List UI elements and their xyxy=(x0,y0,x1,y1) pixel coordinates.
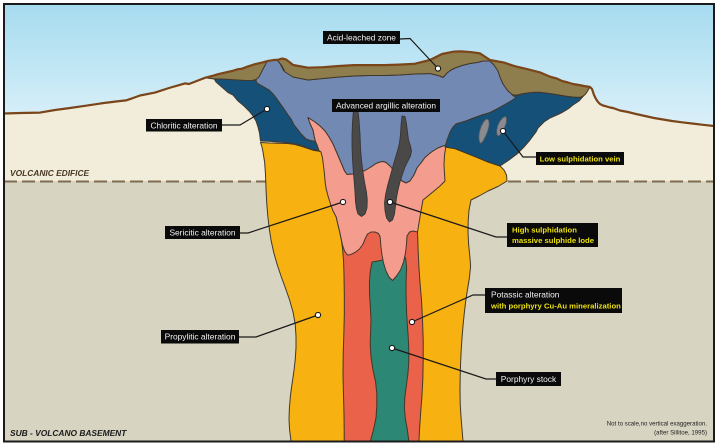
svg-text:Potassic alteration: Potassic alteration xyxy=(491,290,560,300)
svg-text:Low sulphidation vein: Low sulphidation vein xyxy=(540,155,621,164)
svg-text:SUB - VOLCANO BASEMENT: SUB - VOLCANO BASEMENT xyxy=(10,428,127,438)
svg-text:Porphyry stock: Porphyry stock xyxy=(501,374,557,384)
svg-text:High sulphidation: High sulphidation xyxy=(512,226,577,235)
svg-text:Acid-leached zone: Acid-leached zone xyxy=(327,33,396,43)
svg-text:Advanced argillic alteration: Advanced argillic alteration xyxy=(336,101,436,111)
svg-text:(after Sillitoe, 1995): (after Sillitoe, 1995) xyxy=(654,430,707,437)
svg-text:Propylitic alteration: Propylitic alteration xyxy=(165,332,236,342)
svg-text:VOLCANIC EDIFICE: VOLCANIC EDIFICE xyxy=(10,168,90,178)
svg-text:Sericitic alteration: Sericitic alteration xyxy=(169,228,235,238)
svg-text:Not to scale,no vertical exagg: Not to scale,no vertical exaggeration. xyxy=(607,421,708,428)
svg-text:massive sulphide lode: massive sulphide lode xyxy=(512,236,595,245)
svg-text:Chloritic alteration: Chloritic alteration xyxy=(150,121,217,131)
svg-text:with porphyry Cu-Au mineraliza: with porphyry Cu-Au mineralization xyxy=(490,302,621,311)
